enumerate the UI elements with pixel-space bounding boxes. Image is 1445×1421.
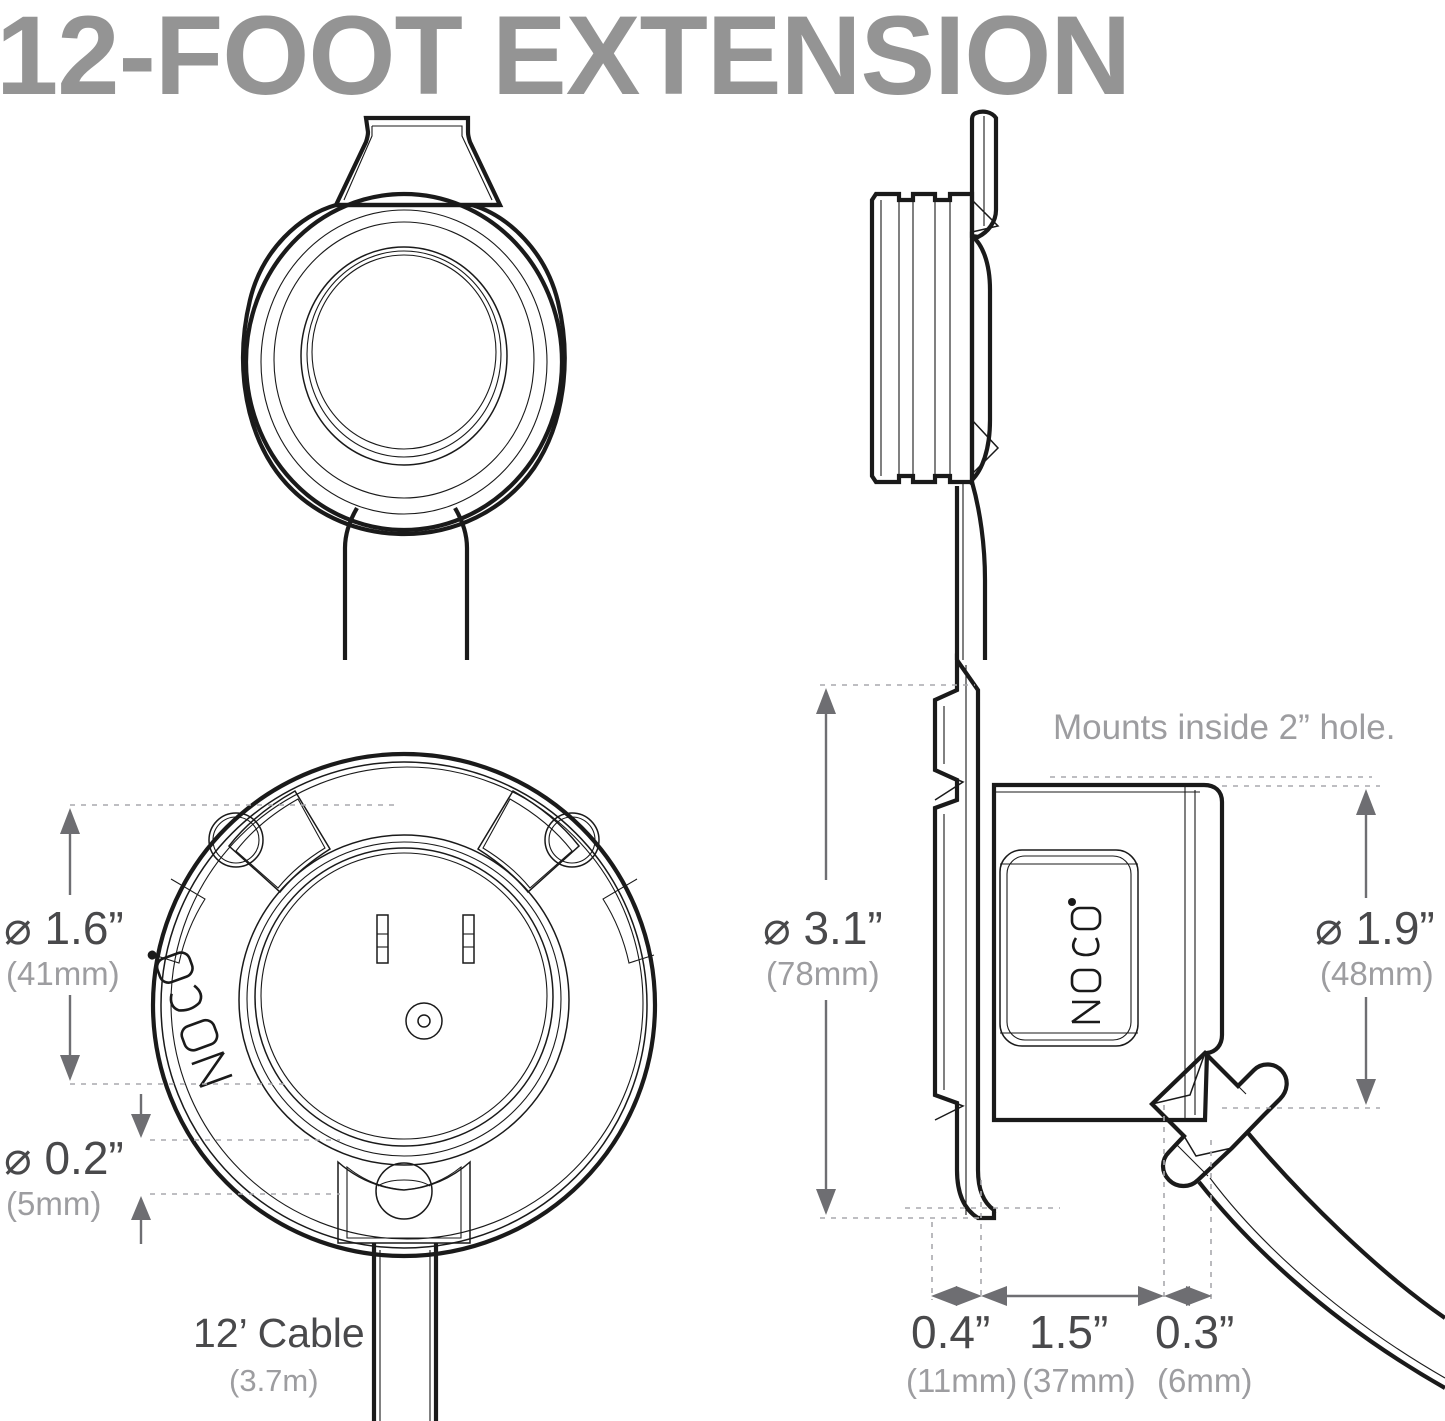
note-mount: Mounts inside 2” hole. <box>1050 708 1395 778</box>
dim-socket-inner: ⌀ 1.6” (41mm) <box>4 804 395 1085</box>
dim-depth-b-label: 1.5” <box>1029 1306 1108 1358</box>
dim-arrow-up <box>816 688 836 880</box>
cable-length-metric: (3.7m) <box>229 1363 319 1398</box>
dim-arrow-down <box>60 995 80 1081</box>
outlet-ground-hole <box>405 1002 443 1040</box>
dim-depth-c-label: 0.3” <box>1155 1306 1234 1358</box>
dim-arrow-down <box>816 1000 836 1215</box>
cable-length-label: 12’ Cable <box>193 1310 365 1356</box>
dim-arrow-down <box>1356 997 1376 1105</box>
dim-arrow-up <box>1356 789 1376 898</box>
brand-logo-side <box>1068 898 1102 1024</box>
dim-body-diameter: ⌀ 1.9” (48mm) <box>1222 785 1435 1109</box>
dim-body-diameter-metric: (48mm) <box>1320 955 1434 992</box>
dim-arrow-in-bottom <box>131 1196 151 1244</box>
cap-body <box>240 191 567 660</box>
dim-socket-inner-label: ⌀ 1.6” <box>4 902 124 954</box>
brand-panel-side <box>999 849 1139 1047</box>
dim-depth-c: 0.3” (6mm) <box>1155 1286 1252 1399</box>
mounting-flange <box>932 653 997 1221</box>
dim-socket-inner-metric: (41mm) <box>6 955 120 992</box>
dim-flange-thickness-label: ⌀ 0.2” <box>4 1132 124 1184</box>
dim-depth-b-metric: (37mm) <box>1022 1362 1136 1399</box>
dim-outer-diameter-label: ⌀ 3.1” <box>763 902 883 954</box>
dim-depth-a-label: 0.4” <box>911 1306 990 1358</box>
dim-depth-c-metric: (6mm) <box>1157 1362 1252 1399</box>
cable-strain-relief <box>1149 1050 1289 1189</box>
outlet-slot-right <box>462 914 475 964</box>
cap-stem-side <box>954 231 1000 660</box>
dim-depth-a: 0.4” (11mm) <box>906 1286 1017 1399</box>
cable-front <box>371 1243 439 1421</box>
dim-flange-thickness-metric: (5mm) <box>6 1185 101 1222</box>
dim-arrow-in-top <box>131 1094 151 1138</box>
dim-depth-b: 1.5” (37mm) <box>981 1286 1164 1399</box>
dim-arrow-up <box>60 808 80 895</box>
dim-depth-a-metric: (11mm) <box>906 1362 1017 1399</box>
socket-outer-ring <box>150 751 658 1259</box>
dim-depths: 0.4” (11mm) 1.5” (37mm) 0.3” (6mm) <box>905 1105 1252 1399</box>
cable-side <box>1197 1131 1445 1390</box>
dim-outer-diameter: ⌀ 3.1” (78mm) <box>763 684 985 1219</box>
cable-callout: 12’ Cable (3.7m) <box>193 1310 365 1398</box>
note-mount-label: Mounts inside 2” hole. <box>1053 708 1395 747</box>
dim-body-diameter-label: ⌀ 1.9” <box>1315 902 1435 954</box>
dim-outer-diameter-metric: (78mm) <box>766 955 880 992</box>
dim-flange-thickness: ⌀ 0.2” (5mm) <box>4 1094 340 1244</box>
cap-tab-side <box>969 109 1000 240</box>
socket-face <box>238 834 570 1166</box>
outlet-slot-left <box>376 914 389 964</box>
page-title: 12-FOOT EXTENSION <box>0 0 1130 118</box>
